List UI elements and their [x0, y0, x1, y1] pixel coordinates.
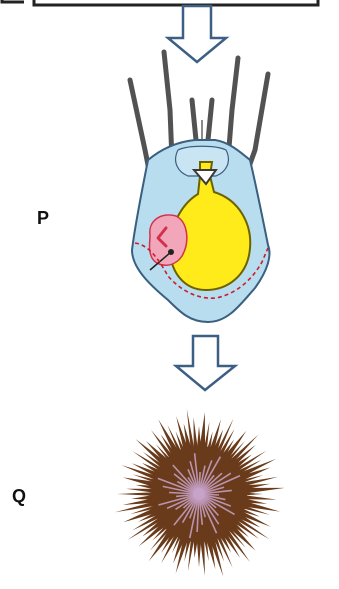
stage-label-q: Q — [12, 486, 26, 506]
pluteus-larva-icon — [130, 52, 269, 322]
stage-label-p: P — [37, 208, 49, 228]
down-arrow-1-icon — [168, 6, 226, 62]
sea-urchin-icon — [115, 409, 285, 577]
down-arrow-2-icon — [176, 336, 235, 390]
top-box-fragment — [2, 0, 318, 5]
